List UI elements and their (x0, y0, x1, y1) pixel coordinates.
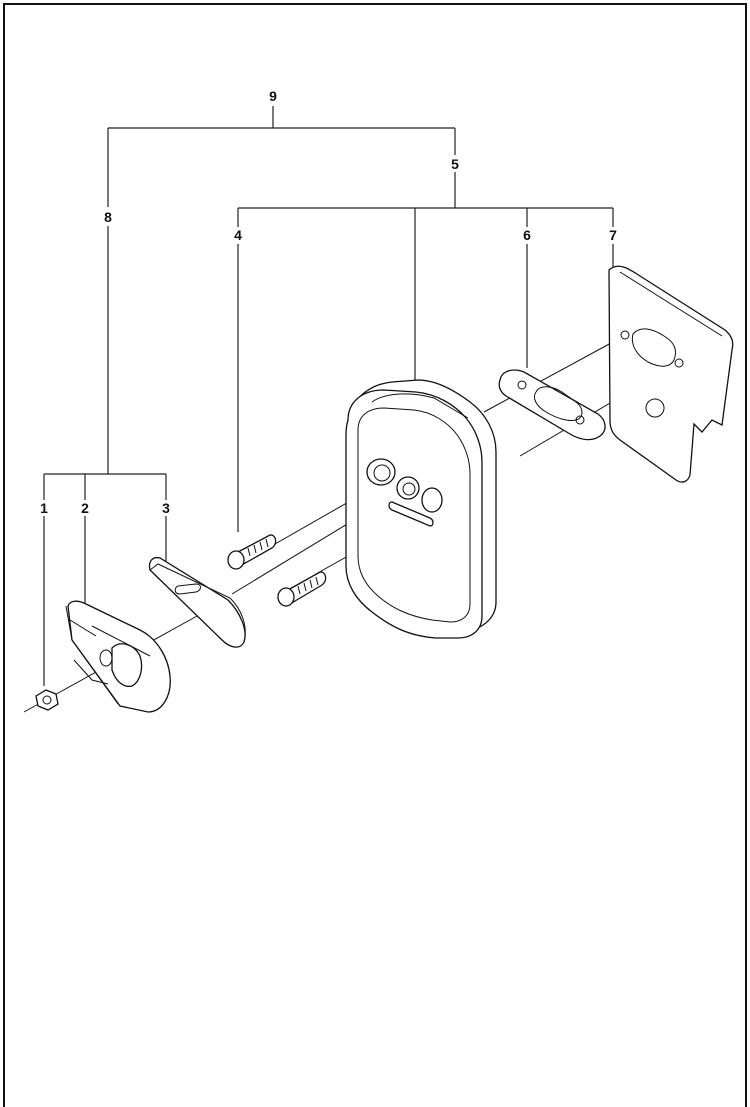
muffler-body (345, 379, 497, 639)
screw-upper (227, 534, 277, 570)
callout-7: 7 (609, 227, 617, 243)
callout-5: 5 (451, 156, 459, 172)
diagram-frame (3, 3, 747, 1107)
callout-4: 4 (234, 227, 242, 243)
callout-1: 1 (40, 500, 48, 516)
callout-8: 8 (104, 209, 112, 225)
callout-9: 9 (269, 88, 277, 104)
callout-6: 6 (523, 227, 531, 243)
screw-lower (277, 571, 327, 607)
leader-lines (43, 106, 614, 686)
heat-shield-plate (608, 265, 734, 483)
spark-arrestor-cover (65, 600, 171, 713)
gasket (498, 369, 606, 441)
callout-3: 3 (162, 500, 170, 516)
hex-nut (35, 689, 59, 711)
callouts: 9 5 8 4 6 7 1 2 3 (40, 88, 617, 516)
deflector-plate (148, 556, 246, 648)
callout-2: 2 (81, 500, 89, 516)
